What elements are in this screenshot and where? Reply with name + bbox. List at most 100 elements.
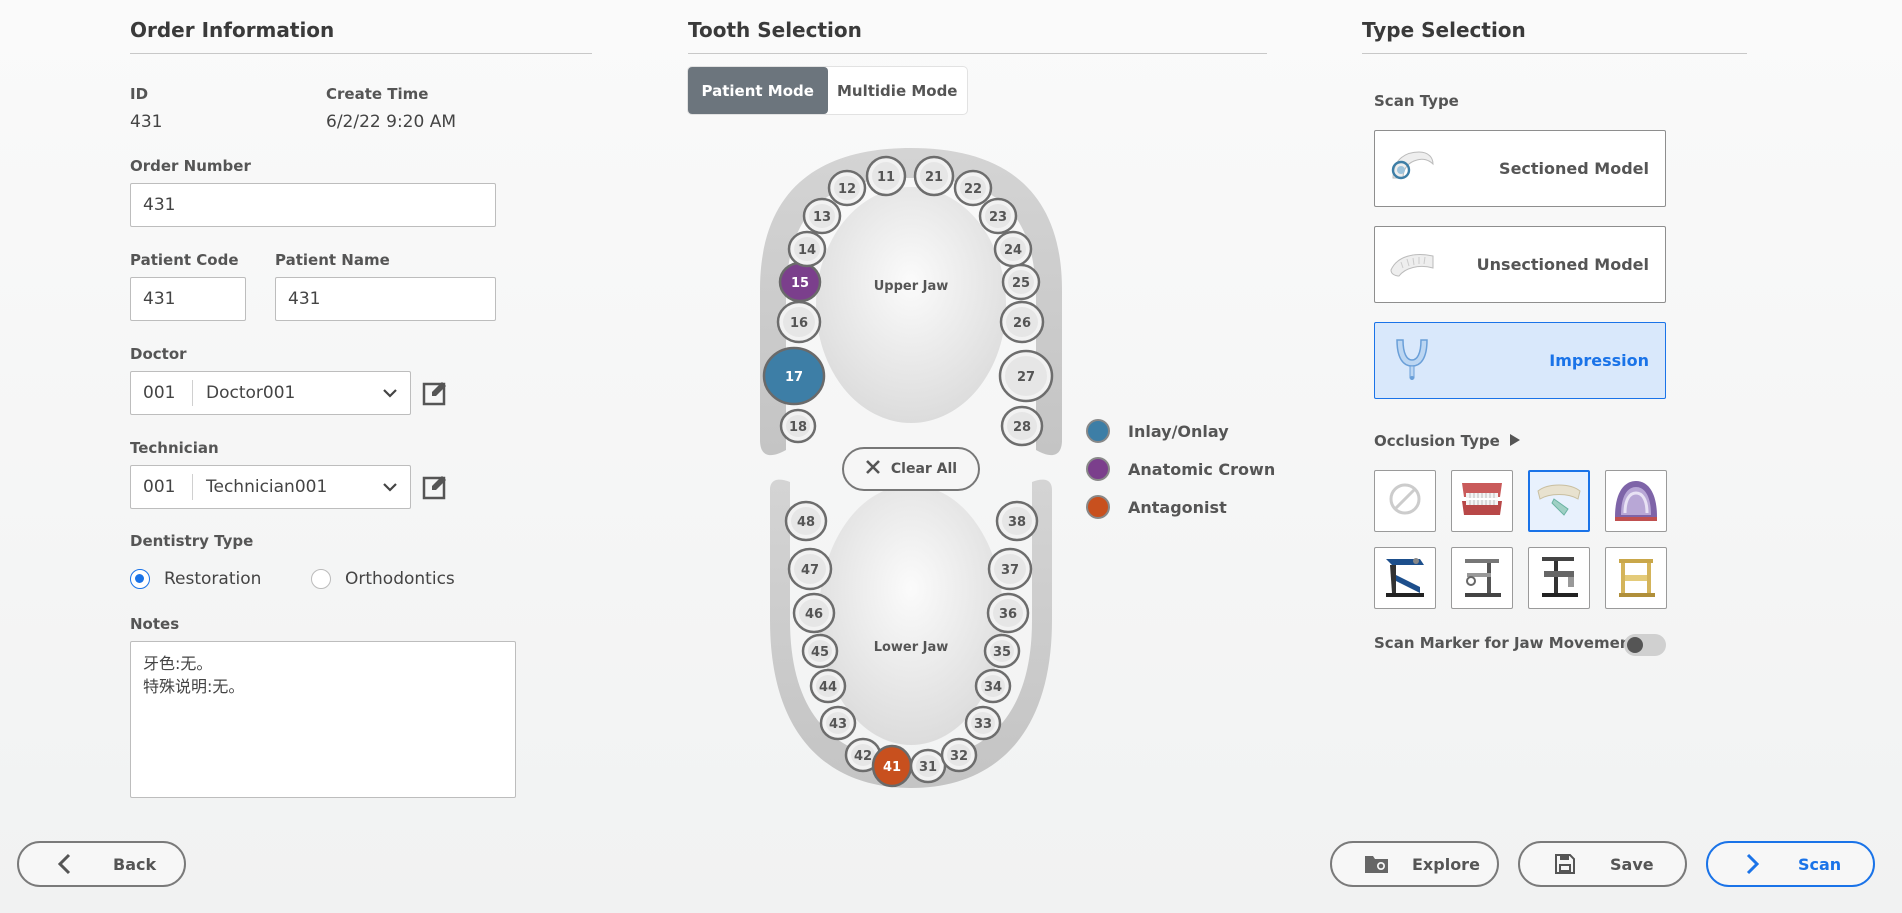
occlusion-bite-tray-tile[interactable] (1528, 470, 1590, 532)
occlusion-full-arch-tile[interactable] (1451, 470, 1513, 532)
occlusion-articulator-3-tile[interactable] (1528, 547, 1590, 609)
tooth-inner (960, 176, 986, 200)
notes-textarea[interactable]: 牙色:无。 特殊说明:无。 (130, 641, 516, 798)
tooth-number: 27 (1017, 370, 1035, 385)
tooth-inner (994, 554, 1026, 584)
tooth-number: 46 (805, 607, 823, 622)
patient-code-input[interactable]: 431 (130, 277, 246, 321)
scan-type-sectioned-model[interactable]: Sectioned Model (1374, 130, 1666, 207)
legend-antagonist: Antagonist (1086, 495, 1227, 519)
tooth-21[interactable]: 21 (913, 155, 955, 197)
tooth-inner (985, 204, 1011, 228)
legend-anatomic-crown: Anatomic Crown (1086, 457, 1275, 481)
tooth-inner (990, 640, 1014, 662)
tooth-22[interactable]: 22 (953, 169, 993, 207)
tab-multidie-mode[interactable]: Multidie Mode (837, 81, 958, 100)
tooth-inner (851, 744, 875, 766)
tooth-number: 21 (925, 170, 943, 185)
scan-button[interactable]: Scan (1706, 841, 1875, 887)
tooth-31[interactable]: 31 (909, 748, 947, 784)
tooth-41[interactable]: 41 (871, 744, 913, 788)
tooth-17[interactable]: 17 (762, 346, 826, 406)
tooth-inner (799, 599, 829, 627)
lower-palate (819, 485, 1003, 745)
chevron-left-icon (49, 849, 79, 879)
doctor-select[interactable]: 001 Doctor001 (130, 371, 411, 415)
tooth-14[interactable]: 14 (787, 230, 827, 268)
legend-inlay-label: Inlay/Onlay (1128, 421, 1229, 441)
tooth-inner (993, 599, 1023, 627)
tooth-number: 35 (993, 645, 1011, 660)
tooth-37[interactable]: 37 (987, 547, 1033, 591)
prohibit-icon (1388, 482, 1422, 520)
occlusion-impression-tile[interactable] (1605, 470, 1667, 532)
tooth-23[interactable]: 23 (978, 197, 1018, 235)
tooth-42[interactable]: 42 (844, 737, 882, 773)
tooth-33[interactable]: 33 (964, 705, 1002, 741)
tooth-number: 42 (854, 749, 872, 764)
tooth-number: 24 (1004, 243, 1022, 258)
edit-technician-icon[interactable] (421, 473, 449, 501)
save-button[interactable]: Save (1518, 841, 1687, 887)
technician-select[interactable]: 001 Technician001 (130, 465, 411, 509)
tooth-inner (794, 237, 820, 261)
tooth-inner (834, 176, 860, 200)
tooth-43[interactable]: 43 (819, 705, 857, 741)
scan-marker-label: Scan Marker for Jaw Movement (1374, 634, 1638, 652)
scan-type-impression[interactable]: Impression (1374, 322, 1666, 399)
occlusion-articulator-4-tile[interactable] (1605, 547, 1667, 609)
radio-orthodontics[interactable]: Orthodontics (311, 569, 455, 589)
tooth-47[interactable]: 47 (787, 547, 833, 591)
tooth-13[interactable]: 13 (802, 197, 842, 235)
tooth-inner (971, 712, 995, 734)
purple-impression-icon (1611, 477, 1661, 525)
tooth-number: 47 (801, 563, 819, 578)
tooth-number: 18 (789, 420, 807, 435)
explore-button[interactable]: Explore (1330, 841, 1499, 887)
tooth-inner (808, 640, 832, 662)
sectioned-model-icon (1389, 150, 1435, 188)
tooth-45[interactable]: 45 (801, 633, 839, 669)
tooth-46[interactable]: 46 (792, 592, 836, 634)
occlusion-articulator-1-tile[interactable] (1374, 547, 1436, 609)
tooth-15[interactable]: 15 (778, 261, 822, 303)
id-value: 431 (130, 112, 163, 132)
tooth-24[interactable]: 24 (993, 230, 1033, 268)
patient-name-input[interactable]: 431 (275, 277, 496, 321)
tooth-34[interactable]: 34 (974, 668, 1012, 704)
tooth-12[interactable]: 12 (827, 169, 867, 207)
tooth-32[interactable]: 32 (940, 737, 978, 773)
tooth-25[interactable]: 25 (1001, 263, 1041, 301)
tooth-44[interactable]: 44 (809, 668, 847, 704)
order-number-input[interactable]: 431 (130, 183, 496, 227)
clear-all-button[interactable]: Clear All (842, 447, 980, 491)
bite-tray-icon (1534, 479, 1584, 523)
tooth-48[interactable]: 48 (784, 500, 828, 542)
tab-patient-mode[interactable]: Patient Mode (688, 67, 828, 114)
scan-marker-toggle[interactable] (1624, 634, 1666, 656)
tooth-number: 34 (984, 680, 1002, 695)
edit-doctor-icon[interactable] (421, 379, 449, 407)
radio-restoration[interactable]: Restoration (130, 569, 261, 589)
scan-type-unsectioned-model[interactable]: Unsectioned Model (1374, 226, 1666, 303)
occlusion-type-label[interactable]: Occlusion Type (1374, 432, 1520, 450)
tooth-11[interactable]: 11 (865, 155, 907, 197)
tooth-38[interactable]: 38 (995, 500, 1039, 542)
tooth-36[interactable]: 36 (986, 592, 1030, 634)
folder-search-icon (1362, 849, 1392, 879)
occlusion-articulator-2-tile[interactable] (1451, 547, 1513, 609)
technician-name: Technician001 (206, 477, 328, 497)
occlusion-none-tile[interactable] (1374, 470, 1436, 532)
tooth-18[interactable]: 18 (779, 408, 817, 444)
tooth-35[interactable]: 35 (983, 633, 1021, 669)
tooth-28[interactable]: 28 (1000, 405, 1044, 447)
articulator-silver-icon (1457, 551, 1507, 605)
tooth-26[interactable]: 26 (999, 300, 1045, 344)
tooth-27[interactable]: 27 (998, 349, 1054, 403)
tooth-16[interactable]: 16 (776, 300, 822, 344)
full-arch-model-icon (1458, 477, 1506, 525)
back-button[interactable]: Back (17, 841, 186, 887)
mode-tabs: Patient Mode Multidie Mode (688, 67, 967, 114)
patient-code-value: 431 (143, 289, 176, 309)
